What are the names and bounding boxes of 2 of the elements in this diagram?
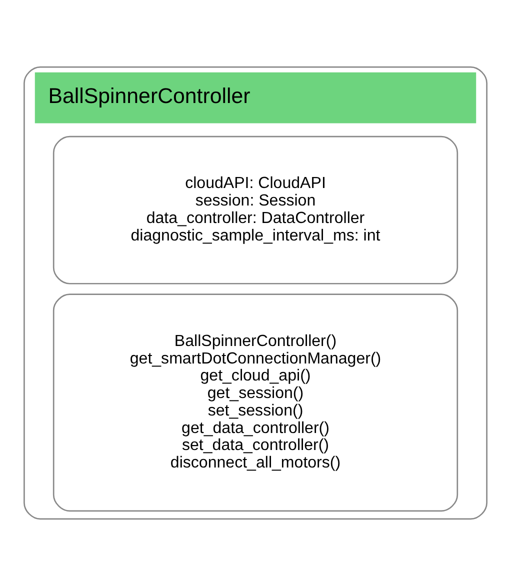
- node-box: cloudAPI: CloudAPI session: Session data_controller: DataController diagnostic_sample_interval_ms: int: [52, 136, 458, 284]
- node-box: BallSpinnerController() get_smartDotConnectionManager() get_cloud_api() get_session() set_session() get_data_controller() set_data_controller() disconnect_all_motors(): [52, 294, 458, 512]
